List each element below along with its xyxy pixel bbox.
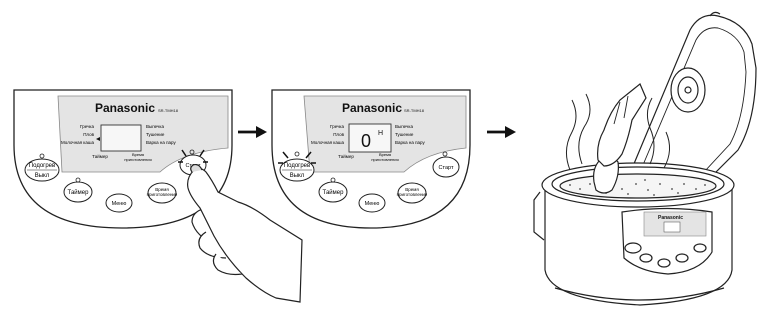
mode-label: Тушение <box>146 132 165 137</box>
mode-label: Плов <box>83 132 94 137</box>
mode-label: Тушение <box>395 132 414 137</box>
mode-label: Гречка <box>330 124 344 129</box>
timer-button-label: Таймер <box>323 189 345 196</box>
mode-label: Выпечка <box>395 124 413 129</box>
timer-label: Таймер <box>338 153 354 159</box>
mode-label: Варка на пару <box>395 140 425 145</box>
step-arrow-icon <box>487 126 516 138</box>
lcd-display <box>101 125 141 151</box>
prep-time-label: приготовления <box>371 157 398 162</box>
cooking-time-label: приготовления <box>397 192 428 197</box>
cooking-time-label: приготовления <box>147 192 178 197</box>
mode-label: Молочная каша <box>61 140 94 145</box>
mode-label: Плов <box>333 132 344 137</box>
step-arrow-icon <box>238 126 267 138</box>
start-button-label: Старт <box>439 165 454 171</box>
brand-logo: Panasonic <box>95 101 155 115</box>
menu-button-label: Меню <box>365 201 380 207</box>
brand-logo: Panasonic <box>342 101 402 115</box>
mode-label: Гречка <box>80 124 94 129</box>
timer-label: Таймер <box>92 153 108 159</box>
display-value: 0 <box>361 131 371 151</box>
mode-label: Варка на пару <box>146 140 176 145</box>
mode-label: Молочная каша <box>311 140 344 145</box>
warm-button-label: Подогрев <box>29 163 55 169</box>
mode-label: Выпечка <box>146 124 164 129</box>
off-button-label: Выкл <box>290 173 305 179</box>
menu-button-label: Меню <box>112 201 127 207</box>
timer-button-label: Таймер <box>68 189 90 196</box>
prep-time-label: приготовления <box>124 157 151 162</box>
off-button-label: Выкл <box>35 173 50 179</box>
control-panel-1: Panasonic SR-TMH18 Гречка Плов Молочная … <box>14 90 302 302</box>
warm-button-label: Подогрев <box>284 163 310 169</box>
model-label: SR-TMH18 <box>404 108 425 113</box>
control-panel-2: Panasonic SR-TMH18 0 H Гречка Плов Молоч… <box>272 90 470 228</box>
model-label: SR-TMH18 <box>158 108 179 113</box>
brand-logo: Panasonic <box>658 215 683 221</box>
display-unit: H <box>378 130 383 137</box>
